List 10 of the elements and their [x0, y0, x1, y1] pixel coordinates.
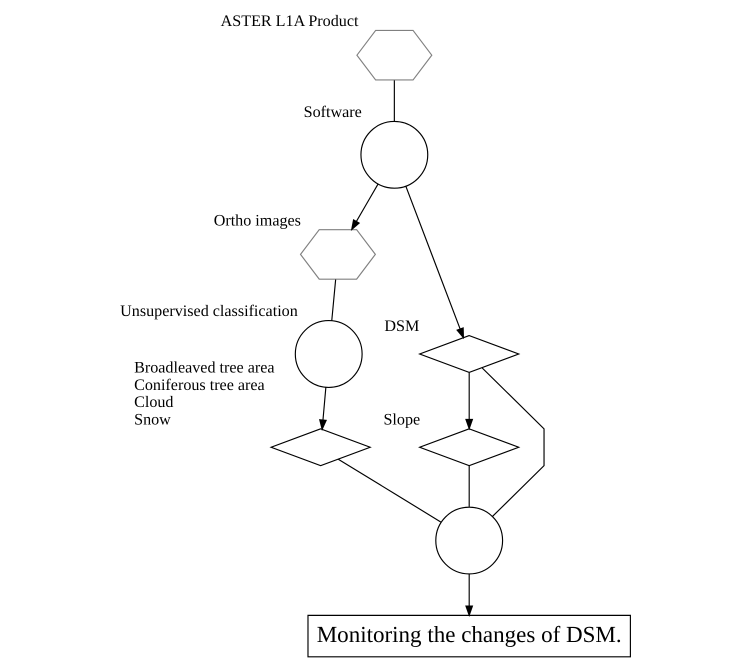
node-label: DSM	[384, 318, 419, 336]
node-label: Slope	[382, 411, 420, 428]
node-label: Ortho images	[213, 212, 300, 230]
node-label: Snow	[134, 411, 170, 428]
node-label: ASTER L1A Product	[220, 13, 358, 30]
node-label: Software	[303, 104, 362, 122]
node-label: Unsupervised classification	[120, 303, 298, 320]
node-label: Coniferous tree area	[134, 376, 264, 394]
node-label: Broadleaved tree area	[134, 360, 274, 377]
node-label: Cloud	[134, 394, 174, 412]
